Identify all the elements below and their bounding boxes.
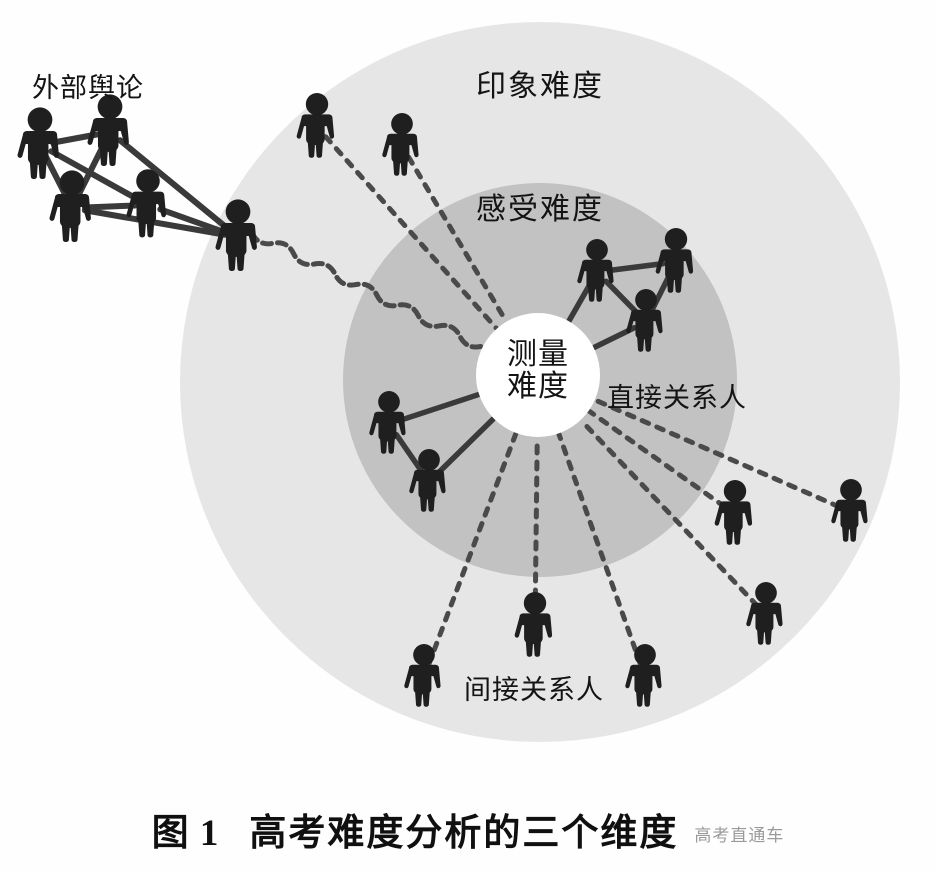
wavy-connector-layer bbox=[249, 230, 484, 350]
core-circle-layer bbox=[476, 313, 600, 437]
external-link bbox=[117, 137, 231, 232]
external-link bbox=[157, 206, 229, 236]
wavy-external-connector bbox=[249, 230, 484, 350]
external-link-layer bbox=[42, 131, 231, 238]
indirect-link bbox=[532, 435, 540, 616]
ring-core bbox=[476, 313, 600, 437]
direct-stakeholder-label: 直接关系人 bbox=[607, 383, 747, 413]
direct-link bbox=[603, 278, 640, 316]
core-label-line-2: 难度 bbox=[507, 370, 569, 404]
external-link bbox=[81, 207, 229, 238]
external-link bbox=[81, 202, 139, 211]
ring-label-middle: 感受难度 bbox=[476, 193, 604, 226]
person-icon-external bbox=[87, 94, 129, 167]
indirect-link bbox=[406, 154, 509, 324]
indirect-link bbox=[586, 408, 727, 510]
figure-caption: 图 1 高考难度分析的三个维度 高考直通车 bbox=[0, 786, 936, 871]
direct-link bbox=[393, 431, 425, 475]
core-label-line-1: 测量 bbox=[507, 338, 569, 371]
direct-link bbox=[435, 416, 496, 476]
core-measurement-label: 测量 难度 bbox=[478, 338, 598, 404]
direct-link bbox=[566, 280, 594, 324]
external-link bbox=[48, 148, 140, 202]
indirect-link bbox=[556, 431, 644, 668]
indirect-link bbox=[593, 397, 842, 510]
caption-index: 图 1 bbox=[151, 812, 220, 854]
indirect-link bbox=[578, 418, 760, 609]
watermark-label: 高考直通车 bbox=[694, 826, 785, 845]
indirect-link bbox=[426, 431, 519, 668]
direct-link bbox=[398, 391, 481, 423]
indirect-stakeholder-label: 间接关系人 bbox=[464, 675, 604, 705]
external-opinion-label: 外部舆论 bbox=[32, 73, 144, 103]
caption-title: 高考难度分析的三个维度 bbox=[249, 812, 679, 854]
ring-label-outer: 印象难度 bbox=[476, 70, 604, 103]
person-icon-external bbox=[126, 169, 166, 238]
indirect-link-layer bbox=[323, 134, 842, 668]
indirect-link bbox=[323, 134, 499, 331]
direct-link bbox=[607, 260, 666, 274]
